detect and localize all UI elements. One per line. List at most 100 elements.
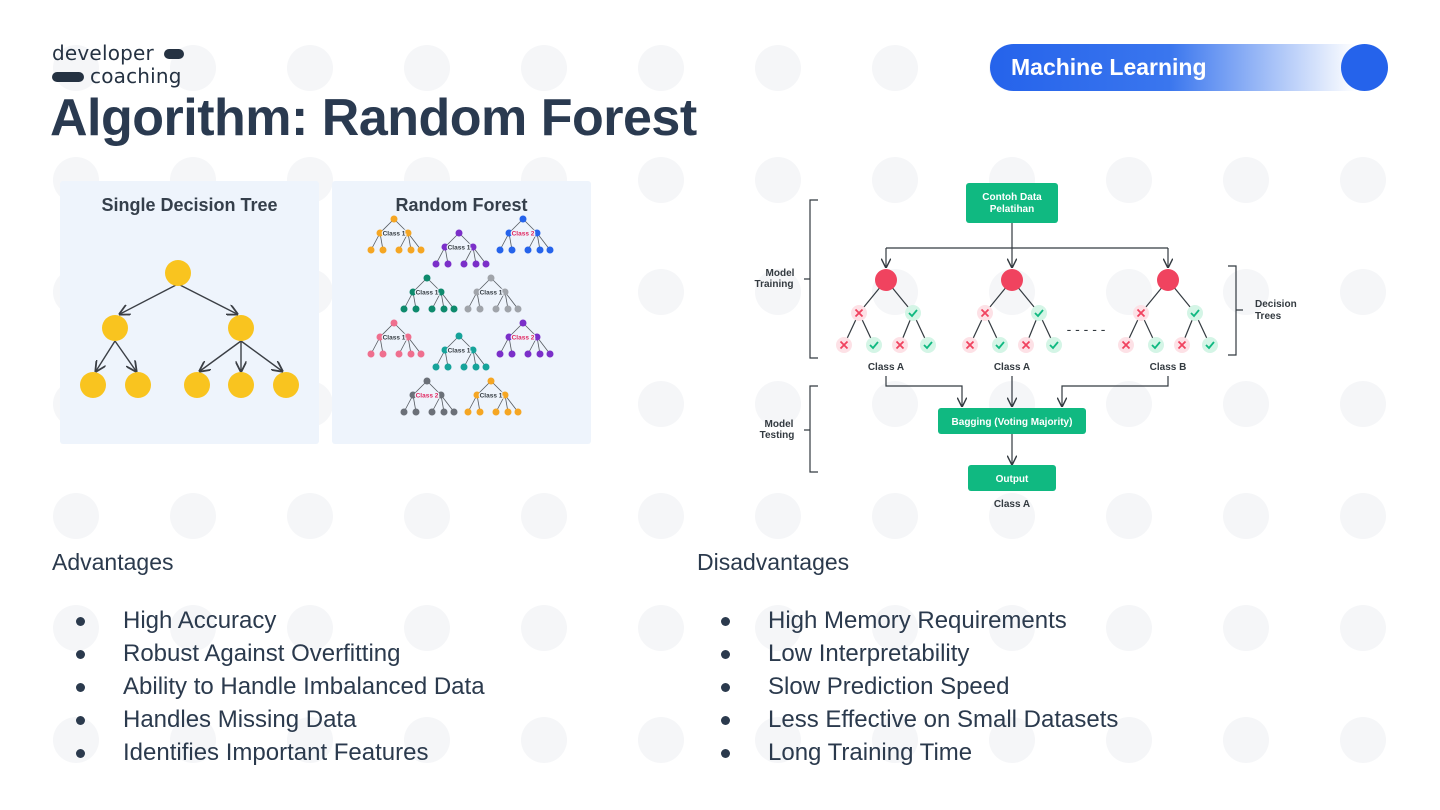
mini-tree-node bbox=[407, 246, 415, 254]
list-item: Slow Prediction Speed bbox=[697, 670, 1118, 703]
mini-tree-node bbox=[432, 260, 440, 268]
mini-tree-node bbox=[487, 377, 495, 385]
background-dot bbox=[1223, 605, 1269, 651]
check-mark-icon bbox=[905, 305, 921, 321]
check-mark-stroke bbox=[1190, 309, 1200, 318]
x-mark-stroke bbox=[965, 340, 975, 350]
mini-tree: Class 2 bbox=[496, 215, 554, 254]
tree-node bbox=[228, 372, 254, 398]
check-mark-stroke bbox=[1205, 341, 1215, 350]
background-dot bbox=[404, 717, 450, 763]
mini-tree-node bbox=[508, 350, 516, 358]
mini-tree-class-label: Class 1 bbox=[383, 335, 406, 342]
mini-tree-class-label: Class 1 bbox=[480, 290, 503, 297]
mini-tree-node bbox=[533, 333, 541, 341]
background-dot bbox=[1223, 157, 1269, 203]
mini-tree-edge bbox=[472, 349, 487, 368]
mini-tree-node bbox=[482, 260, 490, 268]
decision-tree bbox=[836, 269, 936, 353]
model-training-label: Training bbox=[755, 279, 794, 290]
mini-tree-node bbox=[404, 229, 412, 237]
mini-tree-node bbox=[496, 246, 504, 254]
mini-tree-node bbox=[412, 305, 420, 313]
single-tree-illustration bbox=[80, 260, 299, 398]
background-dot bbox=[1340, 157, 1386, 203]
mini-tree-node bbox=[524, 246, 532, 254]
mini-tree-edge bbox=[407, 336, 422, 355]
background-dot bbox=[521, 493, 567, 539]
mini-tree-edge bbox=[472, 246, 487, 265]
mini-tree-node bbox=[417, 350, 425, 358]
mini-tree-node bbox=[417, 246, 425, 254]
mini-tree-node bbox=[437, 288, 445, 296]
mini-tree: Class 1 bbox=[432, 229, 490, 268]
mini-tree: Class 1 bbox=[464, 377, 522, 416]
mini-tree-node bbox=[455, 332, 463, 340]
mini-tree: Class 1 bbox=[367, 319, 425, 358]
advantages-heading: Advantages bbox=[52, 549, 174, 575]
mini-tree-node bbox=[440, 305, 448, 313]
advantages-list: High Accuracy Robust Against Overfitting… bbox=[52, 604, 485, 769]
x-mark-stroke bbox=[895, 340, 905, 350]
mini-tree-node bbox=[519, 319, 527, 327]
list-item: Ability to Handle Imbalanced Data bbox=[52, 670, 485, 703]
mini-tree-node bbox=[450, 305, 458, 313]
background-dot bbox=[989, 717, 1035, 763]
background-dot bbox=[521, 717, 567, 763]
background-dot bbox=[755, 157, 801, 203]
topic-badge-label: Machine Learning bbox=[1011, 54, 1207, 80]
mini-tree-edge bbox=[440, 291, 455, 310]
mini-tree-node bbox=[473, 391, 481, 399]
mini-tree: Class 1 bbox=[432, 332, 490, 371]
check-mark-icon bbox=[1148, 337, 1164, 353]
background-dot bbox=[404, 493, 450, 539]
check-mark-stroke bbox=[923, 341, 933, 350]
mini-tree-node bbox=[367, 246, 375, 254]
background-dot bbox=[1340, 717, 1386, 763]
disadvantages-heading: Disadvantages bbox=[697, 549, 850, 575]
tree-edge bbox=[120, 283, 179, 314]
mini-tree-node bbox=[514, 305, 522, 313]
list-item: High Memory Requirements bbox=[697, 604, 1118, 637]
list-item: Low Interpretability bbox=[697, 637, 1118, 670]
logo-pill-mark bbox=[164, 49, 184, 59]
list-item: Identifies Important Features bbox=[52, 736, 485, 769]
mini-tree-node bbox=[376, 229, 384, 237]
background-dot bbox=[755, 45, 801, 91]
tree-node bbox=[228, 315, 254, 341]
mini-tree-node bbox=[546, 350, 554, 358]
bagging-label: Bagging (Voting Majority) bbox=[952, 417, 1073, 428]
background-dot bbox=[1106, 493, 1152, 539]
mini-tree-node bbox=[505, 333, 513, 341]
tree-edge bbox=[96, 340, 116, 371]
background-dot bbox=[1223, 269, 1269, 315]
model-testing-label: Testing bbox=[760, 430, 795, 441]
bagging-box bbox=[938, 408, 1086, 434]
mini-tree-node bbox=[444, 363, 452, 371]
background-dot bbox=[1223, 381, 1269, 427]
tree-ellipsis: - - - - - bbox=[1067, 321, 1106, 337]
mini-tree-node bbox=[428, 305, 436, 313]
mini-tree-node bbox=[505, 229, 513, 237]
decision-tree bbox=[1118, 269, 1218, 353]
background-dot bbox=[1340, 381, 1386, 427]
x-mark-stroke bbox=[1021, 340, 1031, 350]
single-decision-tree-panel: Single Decision Tree bbox=[60, 181, 319, 444]
check-mark-stroke bbox=[1151, 341, 1161, 350]
background-dot bbox=[521, 45, 567, 91]
mini-tree-node bbox=[441, 243, 449, 251]
background-dot bbox=[53, 717, 99, 763]
mini-tree-node bbox=[395, 350, 403, 358]
mini-tree-node bbox=[492, 408, 500, 416]
mini-tree-node bbox=[504, 305, 512, 313]
mini-tree-node bbox=[379, 350, 387, 358]
random-forest-title: Random Forest bbox=[395, 195, 528, 215]
decision-trees-bracket bbox=[1228, 265, 1243, 356]
mini-tree: Class 1 bbox=[464, 274, 522, 313]
mini-tree-class-label: Class 2 bbox=[416, 393, 439, 400]
check-mark-icon bbox=[920, 337, 936, 353]
background-dot bbox=[1106, 381, 1152, 427]
mini-tree-node bbox=[407, 350, 415, 358]
background-dot bbox=[755, 605, 801, 651]
mini-tree-edge bbox=[504, 291, 519, 310]
